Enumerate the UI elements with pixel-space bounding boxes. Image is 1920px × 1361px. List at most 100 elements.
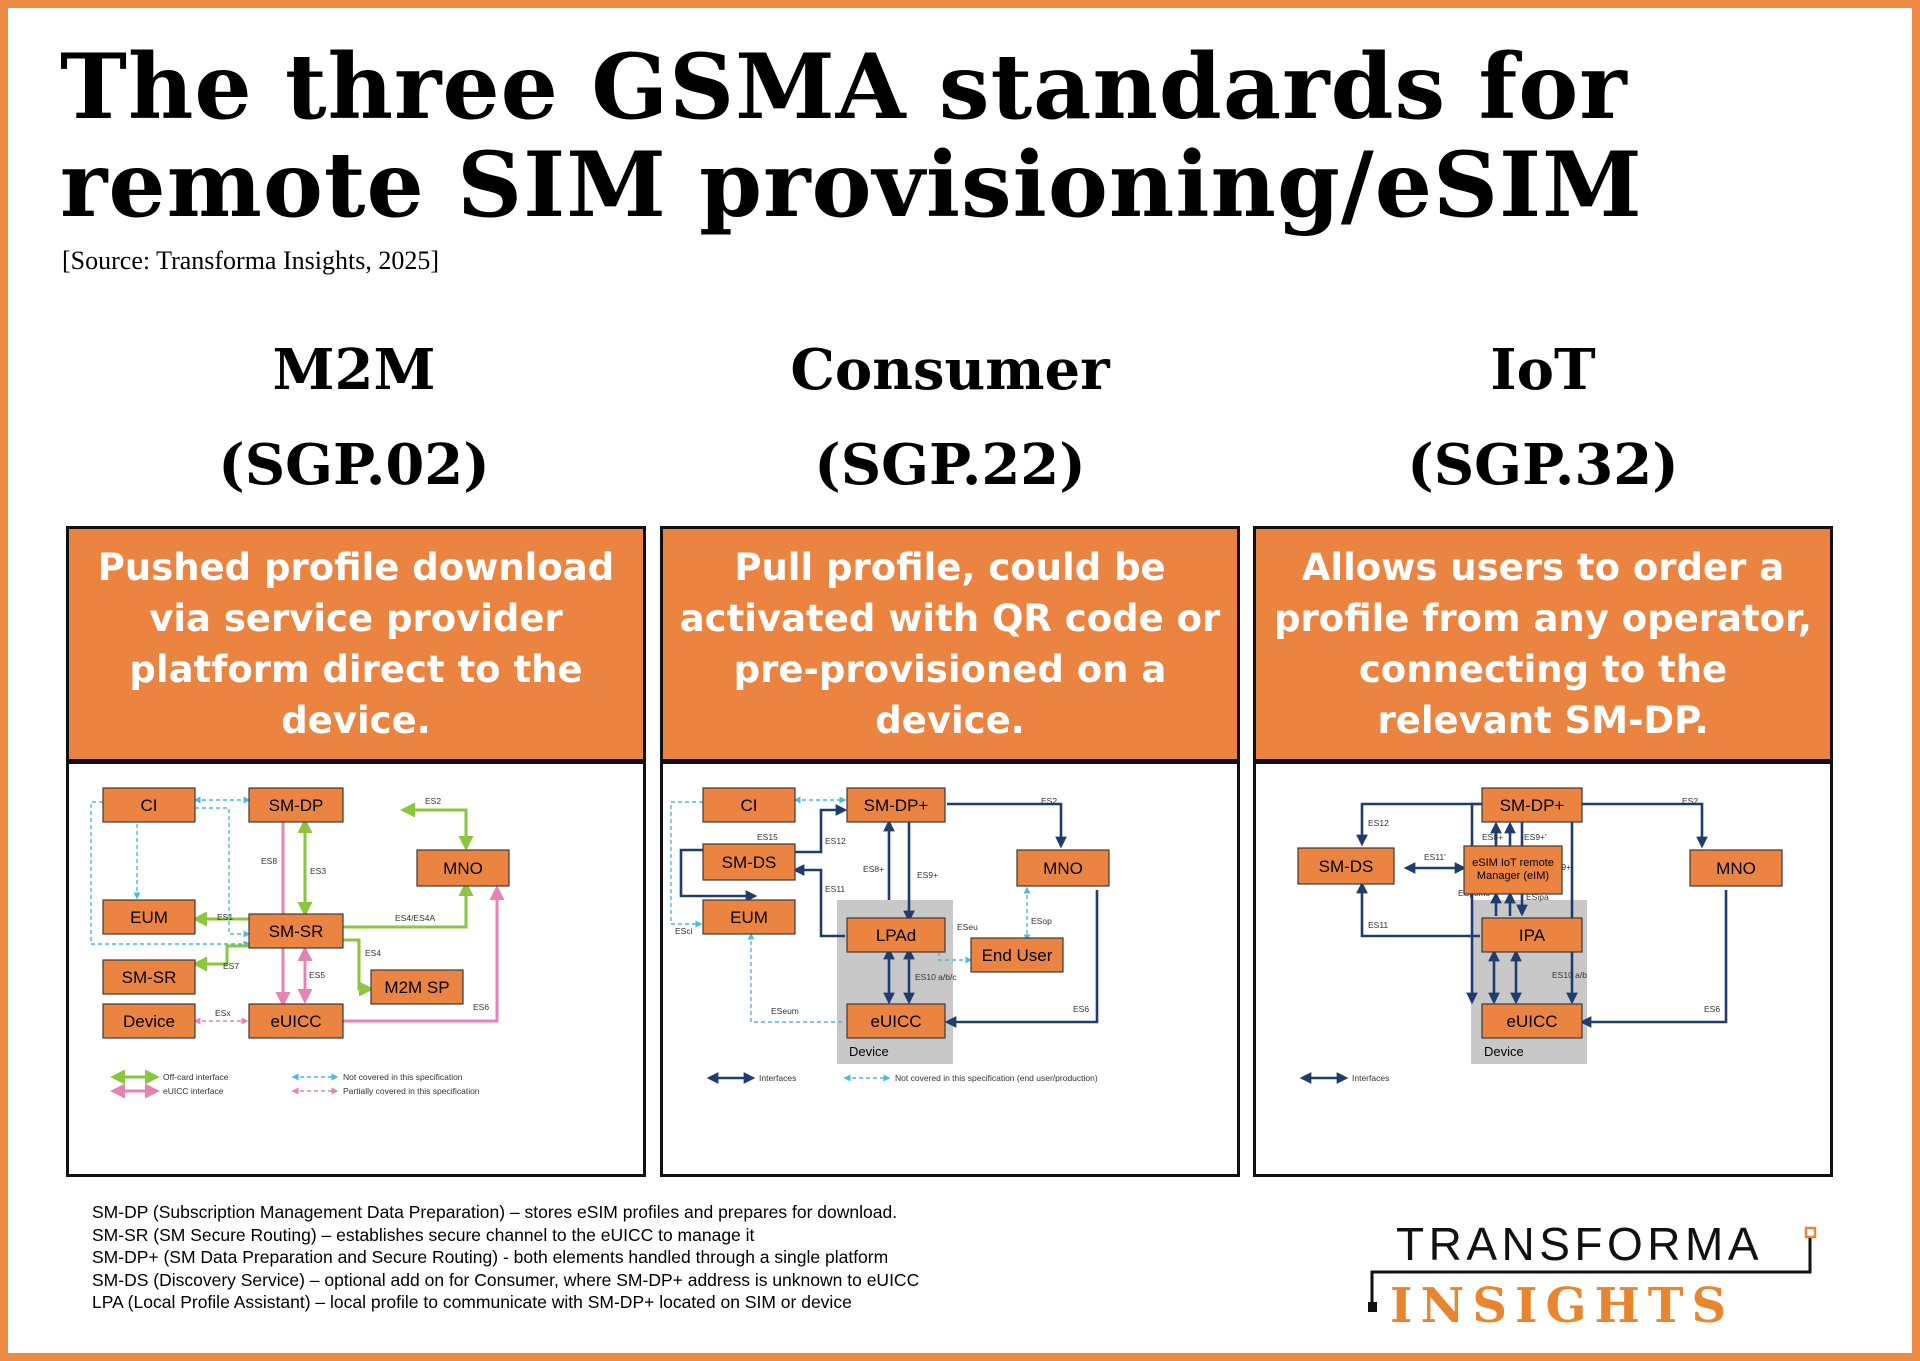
consumer-architecture-diagram: Device ES2 ES15 xyxy=(670,787,1110,1084)
m2m-mno-box: MNO xyxy=(443,859,483,878)
m2m-boxes xyxy=(102,787,510,1039)
svg-text:ES6: ES6 xyxy=(473,1002,489,1012)
m2m-smsr2-box: SM-SR xyxy=(122,968,177,987)
source-citation: [Source: Transforma Insights, 2025] xyxy=(62,246,439,275)
iot-smds-box: SM-DS xyxy=(1319,857,1374,876)
consumer-device-label: Device xyxy=(849,1044,889,1059)
svg-text:ES11: ES11 xyxy=(1368,920,1388,930)
transforma-insights-logo: TRANSFORMA INSIGHTS xyxy=(1368,1218,1817,1334)
title-line-2: remote SIM provisioning/eSIM xyxy=(60,132,1643,238)
svg-text:ES2: ES2 xyxy=(1682,796,1698,806)
iot-legend-interfaces: Interfaces xyxy=(1352,1073,1389,1083)
svg-text:ES9+': ES9+' xyxy=(1524,832,1547,842)
m2m-device-box: Device xyxy=(123,1012,175,1031)
m2m-off-card-links xyxy=(192,802,474,997)
svg-text:TRANSFORMA: TRANSFORMA xyxy=(1396,1218,1763,1270)
svg-text:ES2: ES2 xyxy=(425,796,441,806)
iot-legend: Interfaces xyxy=(1299,1072,1389,1084)
svg-text:ESeu: ESeu xyxy=(957,922,978,932)
consumer-description: Pull profile, could be activated with QR… xyxy=(660,526,1240,762)
consumer-enduser-box: End User xyxy=(982,946,1053,965)
consumer-lpad-box: LPAd xyxy=(876,926,916,945)
iot-ipa-box: IPA xyxy=(1519,926,1546,945)
svg-text:ESci: ESci xyxy=(675,926,693,936)
svg-text:ES15: ES15 xyxy=(757,832,778,842)
svg-text:ES12: ES12 xyxy=(825,836,846,846)
iot-diagram-panel: Device ES2 ES12 ES8+ xyxy=(1253,761,1833,1177)
m2m-eum-box: EUM xyxy=(130,908,168,927)
svg-text:ES9+: ES9+ xyxy=(917,870,938,880)
m2m-legend-partially-covered: Partially covered in this specification xyxy=(343,1086,480,1096)
m2m-heading: M2M xyxy=(272,337,436,403)
svg-text:ESeum: ESeum xyxy=(771,1006,799,1016)
m2m-interface-labels: ES2 ES8 ES3 ES1 ES4/ES4A ES4 ES7 ES5 ESx… xyxy=(215,796,489,1018)
iot-smdp-box: SM-DP+ xyxy=(1500,796,1565,815)
consumer-legend-interfaces: Interfaces xyxy=(759,1073,796,1083)
m2m-ci-box: CI xyxy=(141,796,158,815)
definition-lpa: LPA (Local Profile Assistant) – local pr… xyxy=(92,1292,852,1312)
svg-text:ESx: ESx xyxy=(215,1008,231,1018)
svg-text:ES8: ES8 xyxy=(261,856,277,866)
consumer-heading: Consumer xyxy=(790,337,1110,403)
consumer-interface-labels: ES2 ES15 ES12 ES8+ ES9+ ES11 ESci ESeu E… xyxy=(675,796,1089,1016)
iot-heading: IoT xyxy=(1490,337,1596,403)
iot-architecture-diagram: Device ES2 ES12 ES8+ xyxy=(1297,787,1783,1084)
m2m-smdp-box: SM-DP xyxy=(269,796,324,815)
m2m-euicc-box: eUICC xyxy=(270,1012,321,1031)
m2m-legend-euicc: eUICC interface xyxy=(163,1086,224,1096)
consumer-ci-box: CI xyxy=(741,796,758,815)
m2m-not-covered-links xyxy=(90,796,251,948)
m2m-m2msp-box: M2M SP xyxy=(384,978,449,997)
consumer-eum-box: EUM xyxy=(730,908,768,927)
m2m-smsr-box: SM-SR xyxy=(269,922,324,941)
svg-text:INSIGHTS: INSIGHTS xyxy=(1390,1278,1734,1334)
m2m-legend: Off-card interface eUICC interface Not c… xyxy=(110,1069,480,1099)
svg-text:ES1: ES1 xyxy=(217,912,233,922)
svg-text:ES6: ES6 xyxy=(1704,1004,1720,1014)
iot-eim-box: eSIM IoT remote Manager (eIM) xyxy=(1472,857,1554,882)
definition-smds: SM-DS (Discovery Service) – optional add… xyxy=(92,1269,920,1290)
consumer-legend: Interfaces Not covered in this specifica… xyxy=(706,1072,1098,1084)
consumer-mno-box: MNO xyxy=(1043,859,1083,878)
consumer-interface-links xyxy=(679,802,1099,1028)
definitions-list: SM-DP (Subscription Management Data Prep… xyxy=(92,1201,919,1314)
consumer-smdp-box: SM-DP+ xyxy=(864,796,929,815)
title-line-1: The three GSMA standards for xyxy=(60,34,1628,140)
svg-text:ES3: ES3 xyxy=(310,866,326,876)
svg-text:ES4/ES4A: ES4/ES4A xyxy=(395,913,435,923)
iot-device-label: Device xyxy=(1484,1044,1524,1059)
m2m-spec: (SGP.02) xyxy=(218,432,490,498)
svg-text:ES4: ES4 xyxy=(365,948,381,958)
m2m-diagram-panel: ES2 ES8 ES3 ES1 ES4/ES4A ES4 ES7 ES5 ESx… xyxy=(66,761,646,1177)
m2m-architecture-diagram: ES2 ES8 ES3 ES1 ES4/ES4A ES4 ES7 ES5 ESx… xyxy=(90,787,510,1099)
consumer-legend-not-covered: Not covered in this specification (end u… xyxy=(895,1073,1098,1083)
consumer-boxes xyxy=(702,787,1110,1039)
svg-text:ES8+: ES8+ xyxy=(863,864,884,874)
iot-euicc-box: eUICC xyxy=(1506,1012,1557,1031)
iot-description: Allows users to order a profile from any… xyxy=(1253,526,1833,762)
m2m-legend-off-card: Off-card interface xyxy=(163,1072,229,1082)
svg-text:ES8+: ES8+ xyxy=(1482,832,1503,842)
consumer-euicc-box: eUICC xyxy=(870,1012,921,1031)
svg-text:ESop: ESop xyxy=(1031,916,1052,926)
m2m-euicc-links xyxy=(275,821,505,1023)
m2m-description: Pushed profile download via service prov… xyxy=(66,526,646,762)
m2m-legend-not-covered: Not covered in this specification xyxy=(343,1072,463,1082)
svg-text:ES11': ES11' xyxy=(1424,852,1446,862)
iot-interface-links xyxy=(1356,802,1728,1028)
iot-spec: (SGP.32) xyxy=(1407,432,1679,498)
definition-smdp-plus: SM-DP+ (SM Data Preparation and Secure R… xyxy=(92,1247,889,1267)
svg-text:ES11: ES11 xyxy=(825,884,845,894)
iot-mno-box: MNO xyxy=(1716,859,1756,878)
svg-text:ES6: ES6 xyxy=(1073,1004,1089,1014)
svg-text:ES5: ES5 xyxy=(309,970,325,980)
svg-text:ES2: ES2 xyxy=(1041,796,1057,806)
svg-text:ES7: ES7 xyxy=(223,961,239,971)
iot-boxes xyxy=(1297,787,1783,1039)
svg-text:ES10 a/b: ES10 a/b xyxy=(1552,970,1587,980)
definition-smsr: SM-SR (SM Secure Routing) – establishes … xyxy=(92,1224,755,1245)
svg-text:ES12: ES12 xyxy=(1368,818,1389,828)
definition-smdp: SM-DP (Subscription Management Data Prep… xyxy=(92,1202,898,1222)
consumer-spec: (SGP.22) xyxy=(814,432,1086,498)
consumer-smds-box: SM-DS xyxy=(722,853,777,872)
